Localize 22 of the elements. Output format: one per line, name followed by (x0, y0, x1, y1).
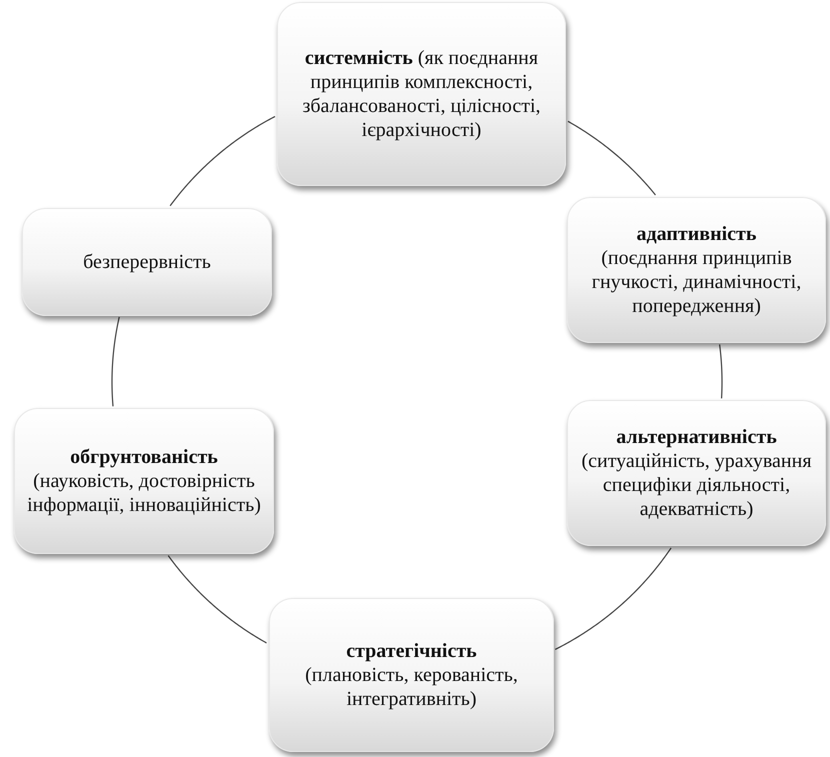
node-text: (плановість, керованість, інтегративніть) (304, 663, 519, 711)
node-heading: стратегічність (346, 639, 477, 663)
node-text: (ситуаційність, урахування специфіки діяльності, адекватність) (580, 449, 813, 521)
connector-arc (568, 120, 656, 196)
rounded-box (277, 2, 566, 186)
connector-arc (554, 548, 672, 650)
connector-arc (168, 555, 267, 644)
node-text: безперервність (83, 250, 211, 274)
rounded-box (14, 408, 274, 554)
rounded-box (567, 400, 826, 546)
node-text: (науковість, достовірність інформації, інноваційність) (26, 469, 262, 517)
node-text: (поєднання принципів гнучкості, динамічності, попередження) (590, 246, 802, 318)
node-heading: адаптивність (636, 222, 756, 246)
connector-arc (170, 116, 276, 206)
node-text: системність (як поєднання принципів комплексності, збалансованості, цілісності, ієрархічності) (301, 46, 542, 142)
rounded-box (22, 208, 272, 316)
node-heading: альтернативність (616, 425, 777, 449)
connector-arc (719, 344, 723, 398)
connector-arc (111, 316, 120, 406)
rounded-box (269, 598, 554, 752)
rounded-box (567, 197, 826, 343)
node-heading: обгрунтованість (70, 445, 218, 469)
